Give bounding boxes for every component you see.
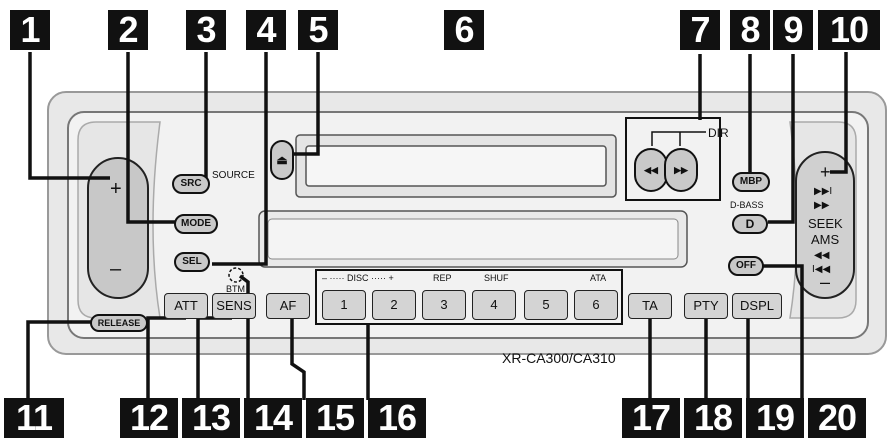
seek-plus-label: + [820, 162, 831, 182]
callout-15: 15 [306, 398, 364, 438]
preset-2-button[interactable]: 2 [372, 290, 416, 320]
callout-9: 9 [773, 10, 813, 50]
seek-label: SEEK [808, 216, 843, 231]
callout-14: 14 [244, 398, 302, 438]
ams-label: AMS [811, 232, 840, 247]
shuf-label: SHUF [484, 273, 509, 283]
seek-rew-label: ◀◀ [814, 250, 830, 261]
fast-forward-button[interactable]: ▶▶ [664, 148, 698, 192]
leader-11 [26, 320, 94, 400]
dir-label: DIR [708, 126, 729, 140]
callout-5: 5 [298, 10, 338, 50]
seek-rocker [795, 151, 855, 299]
callout-6: 6 [444, 10, 484, 50]
sens-button[interactable]: SENS [212, 293, 256, 319]
callout-1: 1 [10, 10, 50, 50]
off-button[interactable]: OFF [728, 256, 764, 276]
leader-20 [758, 264, 804, 400]
src-button[interactable]: SRC [172, 174, 210, 194]
att-button[interactable]: ATT [164, 293, 208, 319]
callout-16: 16 [368, 398, 426, 438]
callout-17: 17 [622, 398, 680, 438]
callout-19: 19 [746, 398, 804, 438]
leader-10 [830, 52, 848, 174]
callout-10: 10 [818, 10, 880, 50]
source-label: SOURCE [212, 170, 255, 181]
preset-6-button[interactable]: 6 [574, 290, 618, 320]
dir-line [651, 131, 706, 146]
display-inner [267, 218, 679, 260]
cassette-slot [305, 145, 607, 187]
ta-button[interactable]: TA [628, 293, 672, 319]
callout-4: 4 [246, 10, 286, 50]
release-button[interactable]: RELEASE [90, 314, 148, 332]
rep-label: REP [433, 273, 452, 283]
leader-4 [212, 52, 268, 266]
volume-rocker [87, 157, 149, 299]
sel-button[interactable]: SEL [174, 252, 210, 272]
dbass-label: D-BASS [730, 200, 764, 210]
preset-4-button[interactable]: 4 [472, 290, 516, 320]
model-label: XR-CA300/CA310 [502, 350, 616, 366]
callout-13: 13 [182, 398, 240, 438]
dir-lines [651, 131, 706, 146]
callout-20: 20 [808, 398, 866, 438]
callout-2: 2 [108, 10, 148, 50]
seek-next-label: ▶▶I [814, 186, 833, 197]
preset-5-button[interactable]: 5 [524, 290, 568, 320]
volume-minus-label: – [110, 258, 122, 280]
eject-button[interactable]: ⏏ [270, 140, 294, 180]
pty-button[interactable]: PTY [684, 293, 728, 319]
af-button[interactable]: AF [266, 293, 310, 319]
dir-bracket-box [625, 117, 721, 201]
preset-1-button[interactable]: 1 [322, 290, 366, 320]
mode-button[interactable]: MODE [174, 214, 218, 234]
seek-minus-label: – [820, 272, 831, 292]
rewind-button[interactable]: ◀◀ [634, 148, 668, 192]
leader-2 [126, 52, 178, 224]
leader-1 [28, 52, 110, 180]
callout-11: 11 [4, 398, 64, 438]
seek-ff-label: ▶▶ [814, 200, 830, 211]
callout-12: 12 [120, 398, 178, 438]
mbp-button[interactable]: MBP [732, 172, 770, 192]
disc-label: – ····· DISC ····· + [322, 273, 394, 283]
preset-3-button[interactable]: 3 [422, 290, 466, 320]
leader-9 [768, 54, 795, 224]
leader-14 [238, 274, 250, 400]
btm-indicator [228, 267, 244, 283]
btm-label: BTM [226, 284, 245, 294]
callout-18: 18 [684, 398, 742, 438]
dbass-button[interactable]: D [732, 214, 768, 234]
seek-prev-label: I◀◀ [812, 264, 831, 275]
volume-plus-label: + [110, 178, 122, 200]
callout-8: 8 [730, 10, 770, 50]
dspl-button[interactable]: DSPL [732, 293, 782, 319]
callout-7: 7 [680, 10, 720, 50]
callout-3: 3 [186, 10, 226, 50]
leader-15 [290, 318, 306, 400]
ata-label: ATA [590, 273, 607, 283]
leader-5 [292, 52, 320, 156]
preset-group-box [315, 269, 623, 325]
